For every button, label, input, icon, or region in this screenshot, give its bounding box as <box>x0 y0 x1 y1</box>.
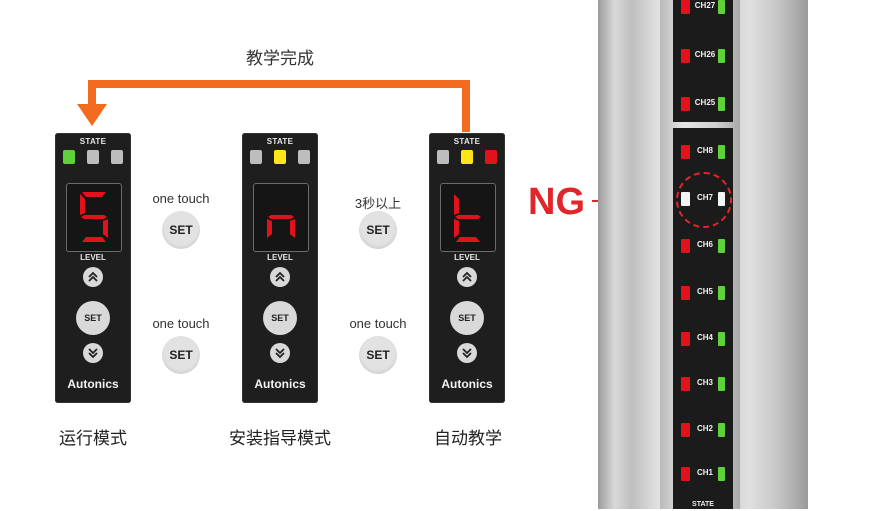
channel-label: CH1 <box>696 468 713 477</box>
seven-segment-display <box>66 183 122 252</box>
caption-install-mode: 安装指导模式 <box>229 429 331 448</box>
channel-red-led <box>681 49 690 63</box>
double-chevron-up-icon[interactable] <box>457 267 477 287</box>
state-led-3 <box>111 150 123 164</box>
set-button[interactable]: SET <box>76 301 110 335</box>
caption-auto-teach: 自动教学 <box>434 429 502 448</box>
state-led-2 <box>87 150 99 164</box>
sensor-amplifier-run-mode: STATE LEVEL SET Autonics <box>55 133 131 403</box>
channel-label: CH5 <box>696 287 713 296</box>
double-chevron-down-icon[interactable] <box>270 343 290 363</box>
channel-red-led <box>681 0 690 14</box>
channel-row-ch8: CH8 <box>673 143 733 161</box>
caption-run-mode: 运行模式 <box>59 429 127 448</box>
level-label: LEVEL <box>454 253 480 262</box>
set-button[interactable]: SET <box>450 301 484 335</box>
channel-label: CH8 <box>696 146 713 155</box>
channel-row-ch3: CH3 <box>673 375 733 393</box>
channel-green-led <box>718 97 725 111</box>
set-button-action-2[interactable]: SET <box>162 336 200 374</box>
channel-label: CH3 <box>696 378 713 387</box>
double-chevron-down-icon[interactable] <box>83 343 103 363</box>
channel-green-led <box>718 377 725 391</box>
brand-logo: Autonics <box>67 377 119 391</box>
set-button-action-3[interactable]: SET <box>359 211 397 249</box>
segment-char-s-icon <box>80 192 108 242</box>
channel-label: CH26 <box>694 50 716 59</box>
action-label-4: one touch <box>349 316 407 331</box>
level-label: LEVEL <box>80 253 106 262</box>
seven-segment-display <box>440 183 496 252</box>
double-chevron-up-icon[interactable] <box>83 267 103 287</box>
channel-label: CH2 <box>696 424 713 433</box>
channel-row-ch6: CH6 <box>673 237 733 255</box>
state-led-3 <box>298 150 310 164</box>
action-label-2: one touch <box>152 316 210 331</box>
channel-green-led <box>718 145 725 159</box>
sensor-amplifier-install-mode: STATE LEVEL SET Autonics <box>242 133 318 403</box>
set-button[interactable]: SET <box>263 301 297 335</box>
segment-char-t-icon <box>454 194 481 242</box>
channel-green-led <box>718 49 725 63</box>
state-led-2 <box>461 150 473 164</box>
channel-row-ch1: CH1 <box>673 465 733 483</box>
channel-red-led <box>681 286 690 300</box>
ng-highlight-ring <box>676 172 732 228</box>
segment-char-n-icon <box>267 215 295 238</box>
state-label: STATE <box>453 137 481 146</box>
channel-red-led <box>681 423 690 437</box>
channel-green-led <box>718 0 725 14</box>
channel-row-ch26: CH26 <box>673 47 733 65</box>
channel-green-led <box>718 286 725 300</box>
brand-logo: Autonics <box>441 377 493 391</box>
state-label: STATE <box>266 137 294 146</box>
channel-label: CH6 <box>696 240 713 249</box>
double-chevron-up-icon[interactable] <box>270 267 290 287</box>
channel-row-ch5: CH5 <box>673 284 733 302</box>
state-led-1 <box>250 150 262 164</box>
seven-segment-display <box>253 183 309 252</box>
state-led-2 <box>274 150 286 164</box>
set-button-action-1[interactable]: SET <box>162 211 200 249</box>
channel-red-led <box>681 467 690 481</box>
state-led-3 <box>485 150 497 164</box>
action-label-1: one touch <box>152 191 210 206</box>
channel-green-led <box>718 332 725 346</box>
channel-row-ch25: CH25 <box>673 95 733 113</box>
channel-red-led <box>681 239 690 253</box>
channel-row-ch27: CH27 <box>673 0 733 16</box>
channel-red-led <box>681 332 690 346</box>
state-label: STATE <box>79 137 107 146</box>
channel-green-led <box>718 239 725 253</box>
channel-red-led <box>681 377 690 391</box>
channel-label: CH27 <box>694 1 716 10</box>
sensor-amplifier-auto-teach: STATE LEVEL SET Autonics <box>429 133 505 403</box>
set-button-action-4[interactable]: SET <box>359 336 397 374</box>
state-led-1 <box>63 150 75 164</box>
channel-label: CH25 <box>694 98 716 107</box>
sensor-state-label: STATE <box>673 499 733 509</box>
level-label: LEVEL <box>267 253 293 262</box>
brand-logo: Autonics <box>254 377 306 391</box>
channel-green-led <box>718 423 725 437</box>
channel-red-led <box>681 145 690 159</box>
channel-row-ch2: CH2 <box>673 421 733 439</box>
double-chevron-down-icon[interactable] <box>457 343 477 363</box>
action-label-3: 3秒以上 <box>354 196 402 211</box>
channel-label: CH4 <box>696 333 713 342</box>
channel-row-ch4: CH4 <box>673 330 733 348</box>
channel-green-led <box>718 467 725 481</box>
channel-red-led <box>681 97 690 111</box>
state-led-1 <box>437 150 449 164</box>
teach-complete-label: 教学完成 <box>246 49 314 68</box>
ng-label: NG <box>528 181 585 223</box>
